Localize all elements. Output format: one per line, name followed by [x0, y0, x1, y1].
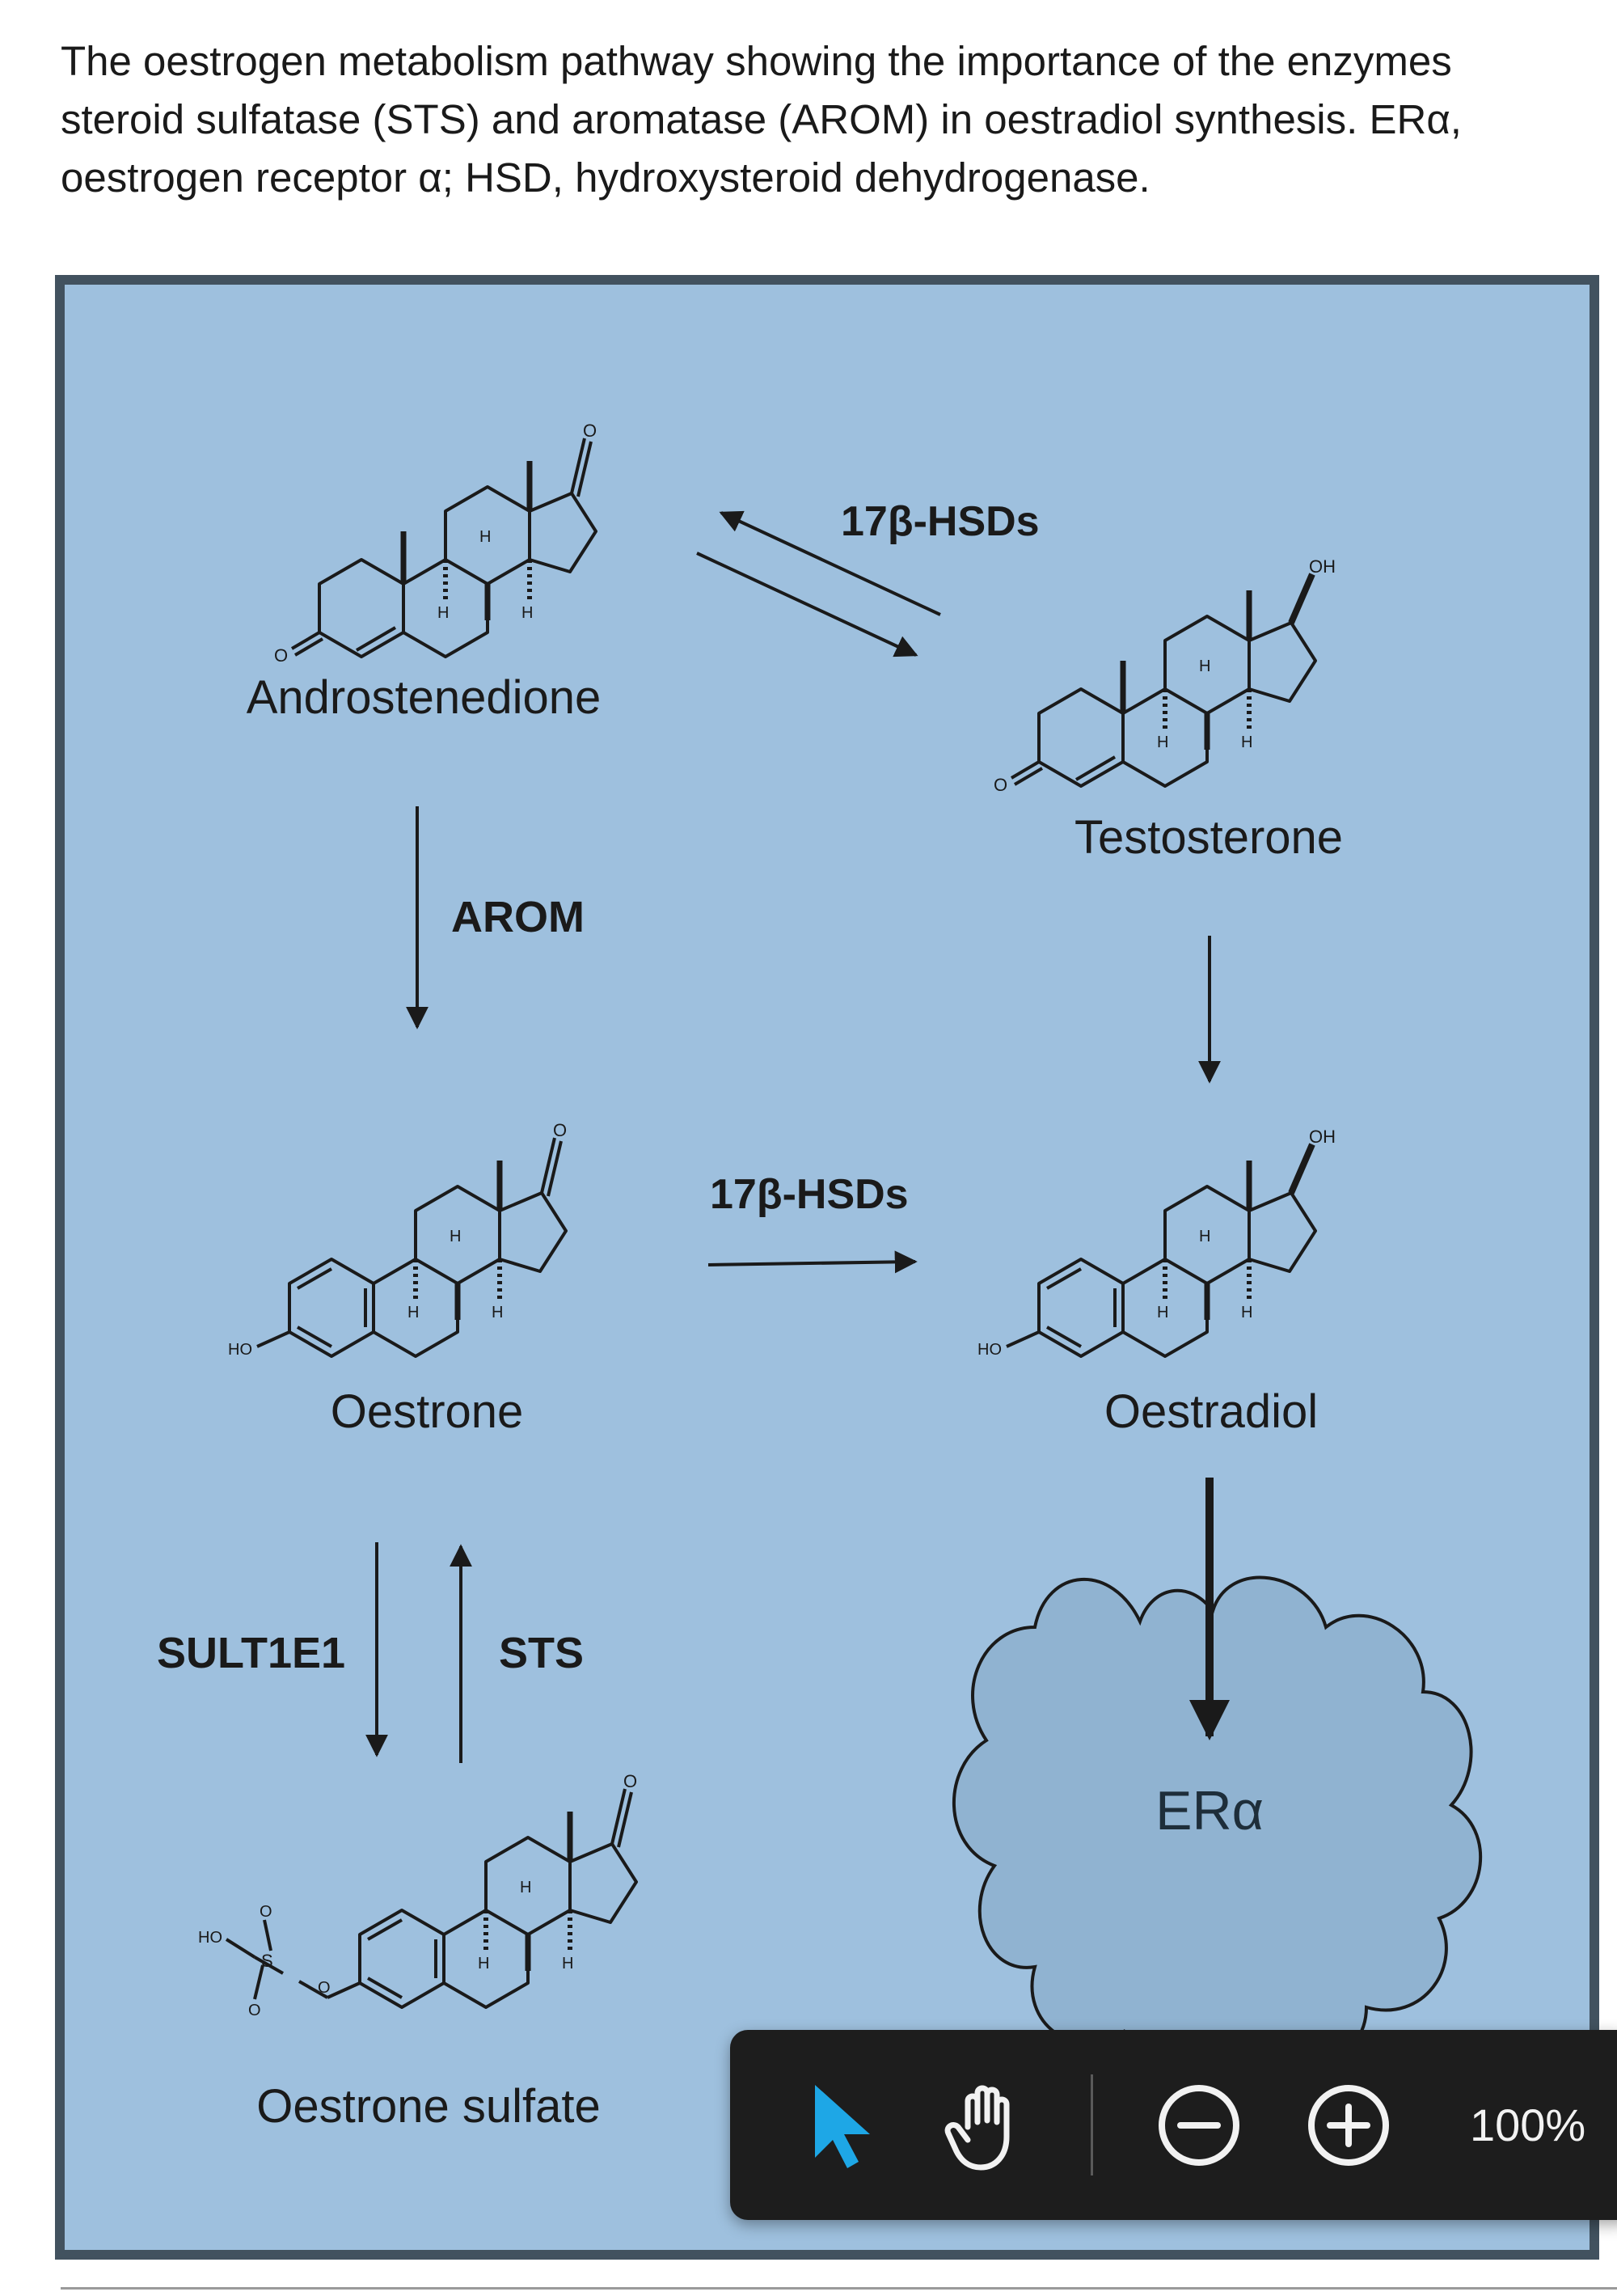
atom-label: O — [553, 1120, 567, 1140]
enzyme-label-sult1e1: SULT1E1 — [157, 1629, 345, 1677]
zoom-out-button[interactable] — [1142, 2069, 1256, 2182]
atom-label: OH — [1309, 556, 1336, 577]
atom-label: H — [479, 528, 491, 546]
atom-label: H — [478, 1955, 489, 1973]
zoom-in-button[interactable] — [1292, 2069, 1405, 2182]
atom-label: O — [274, 645, 288, 666]
toolbar-separator — [1091, 2074, 1093, 2175]
bottom-divider — [61, 2287, 1617, 2290]
atom-label: H — [520, 1879, 531, 1896]
enzyme-label-17b-hsds-top: 17β-HSDs — [841, 498, 1040, 545]
arrow-oestrone-to-oestradiol — [707, 1250, 918, 1274]
pan-tool-button[interactable] — [932, 2069, 1045, 2182]
atom-label: H — [1241, 734, 1252, 751]
atom-label: HO — [228, 1341, 252, 1359]
atom-label: O — [248, 2002, 261, 2019]
atom-label: H — [450, 1228, 461, 1245]
pathway-figure: O O H H H Androstenedione OH O H H H Tes… — [55, 275, 1599, 2260]
atom-label: O — [260, 1903, 272, 1921]
atom-label: H — [492, 1304, 503, 1321]
atom-label: HO — [198, 1929, 222, 1947]
hand-icon — [944, 2085, 1010, 2171]
atom-label: H — [437, 604, 449, 622]
atom-label: O — [318, 1979, 331, 1997]
oestradiol-structure: OH HO H H H — [977, 1127, 1336, 1359]
atom-label: O — [994, 775, 1007, 795]
oestradiol-label: Oestradiol — [1104, 1385, 1318, 1438]
atom-label: H — [1199, 658, 1210, 675]
oestrone-label: Oestrone — [331, 1385, 524, 1438]
atom-label: H — [1157, 1304, 1168, 1321]
androstenedione-label: Androstenedione — [247, 671, 602, 724]
atom-label: H — [407, 1304, 419, 1321]
era-label: ERα — [1155, 1780, 1264, 1841]
enzyme-label-arom: AROM — [451, 893, 585, 941]
zoom-in-icon — [1308, 2085, 1389, 2166]
arrow-testosterone-to-androstenedione — [719, 510, 941, 616]
atom-label: O — [623, 1771, 637, 1791]
testosterone-label: Testosterone — [1074, 811, 1343, 864]
atom-label: H — [521, 604, 533, 622]
arrow-androstenedione-to-testosterone — [696, 552, 918, 658]
atom-label: O — [583, 421, 597, 441]
zoom-out-icon — [1159, 2085, 1239, 2166]
viewer-toolbar: 100% — [730, 2030, 1617, 2220]
atom-label: H — [562, 1955, 573, 1973]
oestrone-sulfate-label: Oestrone sulfate — [256, 2080, 601, 2133]
atom-label: H — [1241, 1304, 1252, 1321]
atom-label: HO — [977, 1341, 1002, 1359]
figure-caption: The oestrogen metabolism pathway showing… — [61, 38, 1462, 201]
enzyme-label-17b-hsds-middle: 17β-HSDs — [710, 1171, 909, 1218]
atom-label: S — [261, 1951, 273, 1971]
atom-label: OH — [1309, 1127, 1336, 1147]
oestrone-structure: O HO H H H — [228, 1120, 567, 1359]
atom-label: H — [1199, 1228, 1210, 1245]
enzyme-label-sts: STS — [499, 1629, 584, 1677]
atom-label: H — [1157, 734, 1168, 751]
arrow-pointer-icon — [815, 2085, 870, 2168]
zoom-level[interactable]: 100% — [1470, 2099, 1586, 2150]
testosterone-structure: OH O H H H — [994, 556, 1336, 795]
select-tool-button[interactable] — [787, 2069, 900, 2182]
pathway-diagram: O O H H H Androstenedione OH O H H H Tes… — [157, 421, 1483, 2133]
androstenedione-structure: O O H H H — [274, 421, 597, 666]
oestrone-sulfate-structure: O H H H O S O O HO — [198, 1771, 637, 2019]
